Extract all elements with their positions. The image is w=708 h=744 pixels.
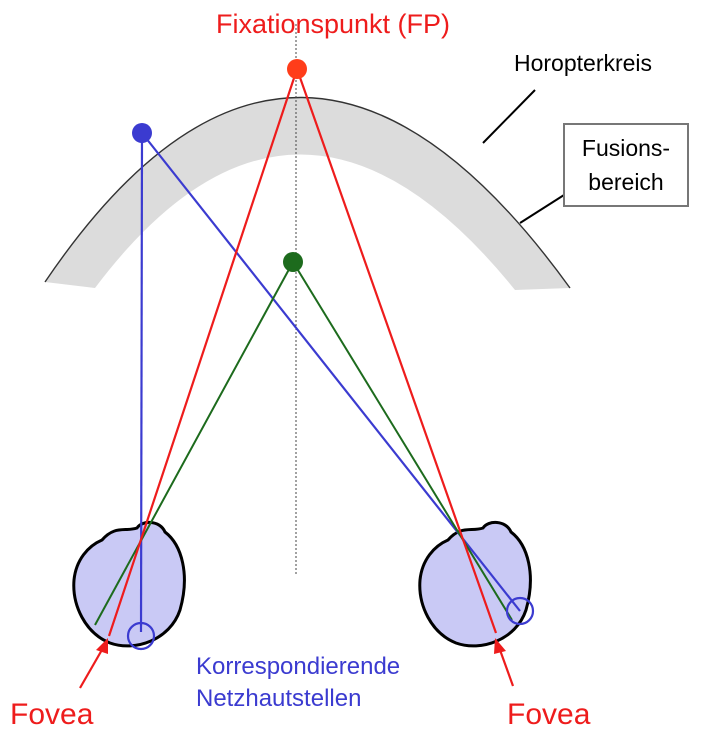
horopter-arc [44,96,571,289]
green-line-right [292,261,513,621]
fusion-label-box [563,123,689,207]
blue-point-dot [132,123,152,143]
retina-point-right [505,596,535,626]
green-point-dot [283,252,303,272]
right-eye [418,521,532,648]
fovea-left-arrow-shaft [79,647,104,689]
fusion-label-line1: Fusions- [582,135,670,161]
fusion-band [45,97,570,290]
fusion-pointer [519,194,565,224]
fusion-label-line2: bereich [588,169,663,195]
horopter-label: Horopterkreis [514,50,652,76]
blue-line-left [139,132,144,633]
horopter-pointer [482,89,536,144]
fixation-point-dot [287,59,307,79]
retina-point-left [126,621,156,651]
fovea-left-arrowhead [96,638,108,654]
left-eye [72,521,186,648]
fovea-left-label: Fovea [10,698,94,731]
fixation-point-label: Fixationspunkt (FP) [216,9,450,39]
corresponding-label-line2: Netzhautstellen [196,685,361,712]
corresponding-label-line1: Korrespondierende [196,653,400,680]
fovea-right-arrow-shaft [498,649,515,687]
red-line-left [107,68,299,637]
red-line-right [295,68,498,634]
fovea-right-label: Fovea [507,698,591,731]
green-line-left [94,261,294,626]
fovea-right-arrowhead [494,638,506,654]
